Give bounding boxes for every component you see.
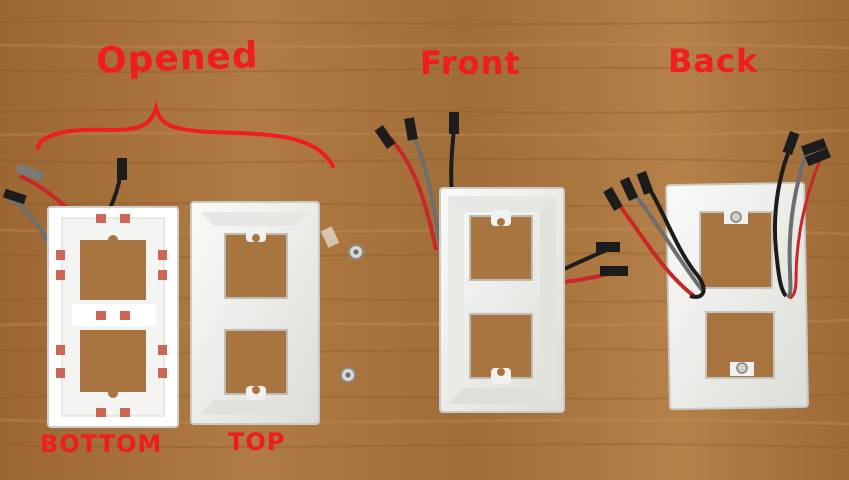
screw-icon (348, 244, 364, 260)
jumper-pin-icon (15, 163, 45, 182)
switch-plate-back (603, 130, 831, 411)
label-back: Back (668, 42, 759, 80)
jumper-pin-icon (603, 186, 623, 212)
jumper-pin-icon (404, 117, 418, 141)
jumper-pin-icon (801, 138, 827, 156)
jumper-pin-icon (596, 242, 620, 252)
jumper-pin-icon (636, 170, 654, 196)
switch-plate-front (374, 112, 628, 413)
jumper-pin-icon (600, 266, 628, 276)
screw-icon (340, 367, 356, 383)
jumper-pin-icon (619, 176, 639, 202)
switch-plate-top (190, 201, 320, 425)
label-opened: Opened (95, 35, 260, 82)
jumper-pin-icon (374, 125, 396, 149)
label-top: TOP (228, 428, 286, 456)
brace-drawing (36, 100, 335, 168)
jumper-pin-icon (805, 147, 831, 167)
jumper-pin-icon (2, 188, 27, 205)
led-pcb-bottom (2, 158, 179, 428)
label-bottom: BOTTOM (40, 430, 163, 458)
jumper-pin-icon (117, 158, 127, 180)
label-front: Front (420, 44, 521, 82)
jumper-pin-icon (782, 130, 800, 156)
jumper-pin-icon (449, 112, 459, 134)
